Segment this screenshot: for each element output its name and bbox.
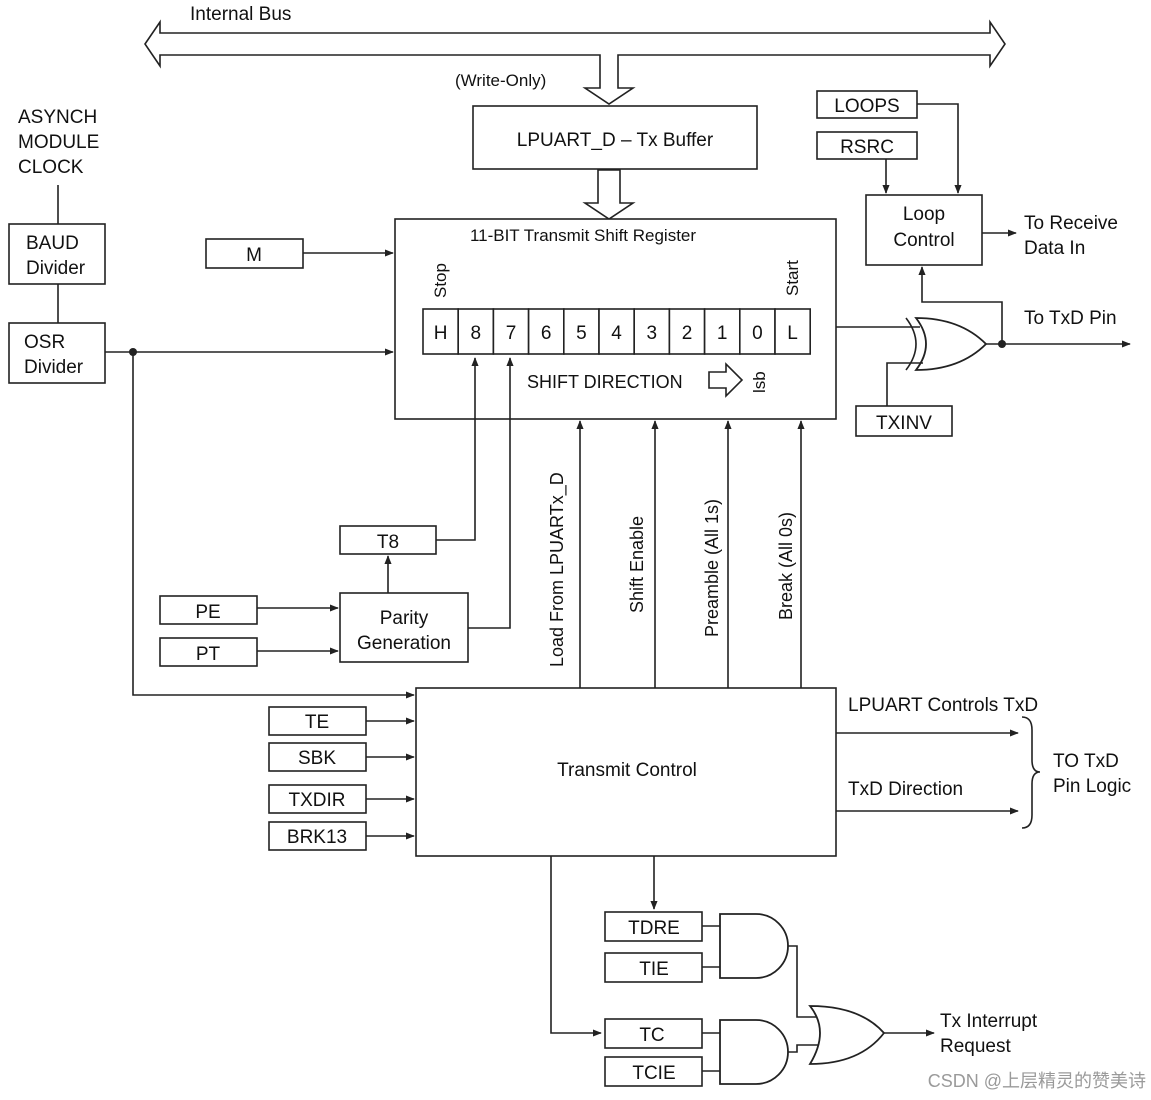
loops-box: [816, 90, 918, 119]
transmit-control-label: Transmit Control: [557, 760, 697, 781]
shift-register-title: 11-BIT Transmit Shift Register: [470, 226, 696, 245]
loops-label: LOOPS: [834, 96, 899, 117]
interrupt-line2: Request: [940, 1036, 1011, 1057]
shift-cell-label: 2: [682, 323, 693, 344]
break-label: Break (All 0s): [776, 512, 796, 620]
baud-divider-box: [8, 223, 106, 285]
shift-cell-label: 7: [506, 323, 517, 344]
m-label: M: [246, 245, 262, 266]
txd-direction-label: TxD Direction: [848, 779, 963, 800]
shift-cell-label: 6: [541, 323, 552, 344]
control-inputs: TE SBK TXDIR BRK13: [268, 706, 415, 851]
pt-label: PT: [196, 644, 221, 665]
or-gate-icon: [808, 1005, 886, 1065]
to-txd-logic-line2: Pin Logic: [1053, 776, 1131, 797]
txdir-label: TXDIR: [289, 790, 346, 811]
pe-label: PE: [195, 602, 220, 623]
shift-cell: [668, 308, 706, 355]
shift-enable-label: Shift Enable: [627, 516, 647, 613]
brk13-label: BRK13: [287, 827, 347, 848]
tcie-label: TCIE: [632, 1063, 675, 1084]
tx-buffer-box: [472, 105, 758, 170]
lpuart-controls-label: LPUART Controls TxD: [848, 695, 1038, 716]
transmit-control-box: [415, 687, 837, 857]
to-receive-line2: Data In: [1024, 238, 1085, 259]
te-box: [268, 706, 367, 736]
txd-brace: [1021, 716, 1041, 829]
shift-cell: [774, 308, 812, 355]
watermark: CSDN @上层精灵的赞美诗: [928, 1071, 1146, 1091]
rsrc-label: RSRC: [840, 137, 894, 158]
and-gate-bottom-icon: [719, 1019, 789, 1085]
clock-label-line3: CLOCK: [18, 157, 84, 178]
parity-line2: Generation: [357, 633, 451, 654]
internal-bus: [144, 19, 1006, 105]
clock-label-line1: ASYNCH: [18, 107, 97, 128]
shift-cell-label: 5: [576, 323, 587, 344]
shift-cell-label: 3: [647, 323, 658, 344]
shift-direction-label: SHIFT DIRECTION: [527, 372, 683, 392]
shift-cell: [562, 308, 600, 355]
shift-cell: [527, 308, 565, 355]
to-txd-pin-label: To TxD Pin: [1024, 308, 1117, 329]
shift-direction-arrow-icon: [708, 362, 744, 398]
clock-label-line2: MODULE: [18, 132, 99, 153]
shift-cell: [738, 308, 776, 355]
baud-divider-line2: Divider: [26, 258, 86, 279]
txinv-label: TXINV: [876, 413, 932, 434]
shift-cell-label: L: [787, 323, 798, 344]
tc-label: TC: [639, 1025, 664, 1046]
shift-cell-label: H: [434, 323, 448, 344]
shift-cell-label: 4: [611, 323, 622, 344]
parity-generation-box: [339, 592, 469, 663]
preamble-label: Preamble (All 1s): [702, 499, 722, 637]
shift-cell: [457, 308, 495, 355]
t8-label: T8: [377, 532, 399, 553]
to-txd-logic-line1: TO TxD: [1053, 751, 1119, 772]
start-label: Start: [783, 260, 802, 296]
pt-box: [159, 637, 258, 667]
shift-cell: [633, 308, 671, 355]
osr-divider-box: [8, 322, 106, 384]
txinv-box: [855, 405, 953, 437]
loop-control-line2: Control: [893, 230, 954, 251]
write-only-label: (Write-Only): [455, 71, 546, 90]
load-signal-label: Load From LPUARTx_D: [547, 472, 568, 667]
t8-box: [339, 525, 437, 555]
baud-divider-line1: BAUD: [26, 233, 79, 254]
tie-box: [604, 952, 703, 983]
interrupt-line1: Tx Interrupt: [940, 1011, 1038, 1032]
pe-box: [159, 595, 258, 625]
shift-cell-label: 0: [752, 323, 763, 344]
shift-cell: [598, 308, 636, 355]
tx-buffer-label: LPUART_D – Tx Buffer: [517, 130, 714, 151]
shift-register-cells: H 8 7 6 5 4 3 2 1 0 L: [422, 308, 812, 355]
te-label: TE: [305, 712, 329, 733]
parity-line1: Parity: [380, 608, 429, 629]
loop-control-line1: Loop: [903, 204, 945, 225]
buffer-to-shift-arrow: [582, 169, 636, 220]
and-gate-top-icon: [719, 913, 789, 979]
to-receive-line1: To Receive: [1024, 213, 1118, 234]
lsb-label: lsb: [750, 371, 769, 393]
tdre-box: [604, 911, 703, 942]
tdre-label: TDRE: [628, 918, 680, 939]
loop-control-box: [865, 194, 983, 266]
sbk-box: [268, 742, 367, 772]
rsrc-box: [816, 131, 918, 160]
xor-gate-icon: [914, 317, 988, 371]
internal-bus-label: Internal Bus: [190, 4, 291, 25]
tie-label: TIE: [639, 959, 669, 980]
osr-divider-line2: Divider: [24, 357, 84, 378]
osr-divider-line1: OSR: [24, 332, 65, 353]
shift-cell-label: 8: [471, 323, 482, 344]
sbk-label: SBK: [298, 748, 336, 769]
shift-cell-label: 1: [717, 323, 728, 344]
tc-box: [604, 1018, 703, 1049]
txd-junction-dot: [998, 340, 1006, 348]
stop-label: Stop: [431, 263, 450, 298]
shift-cell: [703, 308, 741, 355]
